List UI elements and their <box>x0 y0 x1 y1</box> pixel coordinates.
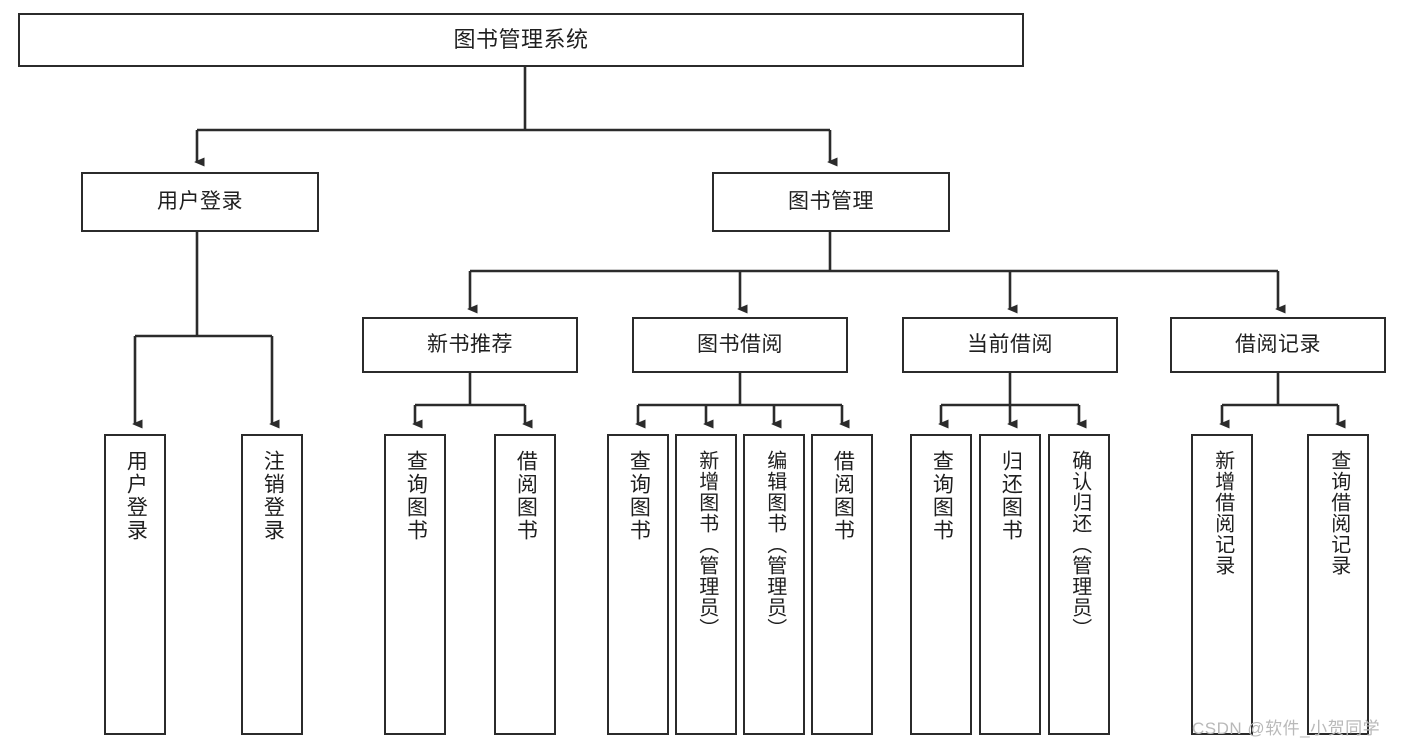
node-leaf-query-book-2[interactable]: 查询图书 <box>607 434 669 735</box>
node-label: 新书推荐 <box>427 333 513 357</box>
node-label: 图书管理 <box>788 190 874 214</box>
node-borrow-record[interactable]: 借阅记录 <box>1170 317 1386 373</box>
node-leaf-query-record[interactable]: 查询借阅记录 <box>1307 434 1369 735</box>
node-label: 查询借阅记录 <box>1327 450 1350 576</box>
node-current-borrow[interactable]: 当前借阅 <box>902 317 1118 373</box>
node-label: 查询图书 <box>627 450 651 542</box>
node-label: 图书管理系统 <box>453 26 589 52</box>
node-label: 借阅图书 <box>831 450 855 542</box>
node-leaf-borrow-book-1[interactable]: 借阅图书 <box>494 434 556 735</box>
node-label: 归还图书 <box>999 450 1023 542</box>
node-label: 查询图书 <box>930 450 954 542</box>
node-new-book-recommend[interactable]: 新书推荐 <box>362 317 578 373</box>
node-book-manage[interactable]: 图书管理 <box>712 172 950 232</box>
node-user-login[interactable]: 用户登录 <box>81 172 319 232</box>
node-label: 当前借阅 <box>967 333 1053 357</box>
node-label: 新增借阅记录 <box>1211 450 1234 576</box>
node-label: 查询图书 <box>404 450 428 542</box>
node-label: 新增图书（管理员） <box>695 450 718 639</box>
node-leaf-return-book[interactable]: 归还图书 <box>979 434 1041 735</box>
node-leaf-add-record[interactable]: 新增借阅记录 <box>1191 434 1253 735</box>
node-leaf-confirm-return[interactable]: 确认归还（管理员） <box>1048 434 1110 735</box>
node-label: 图书借阅 <box>697 333 783 357</box>
node-label: 用户登录 <box>157 190 243 214</box>
node-book-borrow[interactable]: 图书借阅 <box>632 317 848 373</box>
node-leaf-borrow-book-2[interactable]: 借阅图书 <box>811 434 873 735</box>
node-label: 确认归还（管理员） <box>1068 450 1091 639</box>
node-leaf-add-book[interactable]: 新增图书（管理员） <box>675 434 737 735</box>
node-label: 借阅记录 <box>1235 333 1321 357</box>
node-leaf-query-book-1[interactable]: 查询图书 <box>384 434 446 735</box>
node-leaf-user-login[interactable]: 用户登录 <box>104 434 166 735</box>
node-label: 注销登录 <box>261 450 285 542</box>
node-leaf-query-book-3[interactable]: 查询图书 <box>910 434 972 735</box>
node-leaf-edit-book[interactable]: 编辑图书（管理员） <box>743 434 805 735</box>
node-label: 编辑图书（管理员） <box>763 450 786 639</box>
node-leaf-user-logout[interactable]: 注销登录 <box>241 434 303 735</box>
watermark-text: CSDN @软件_小贺同学 <box>1192 719 1381 738</box>
node-root-system[interactable]: 图书管理系统 <box>18 13 1024 67</box>
node-label: 借阅图书 <box>514 450 538 542</box>
node-label: 用户登录 <box>124 450 148 542</box>
